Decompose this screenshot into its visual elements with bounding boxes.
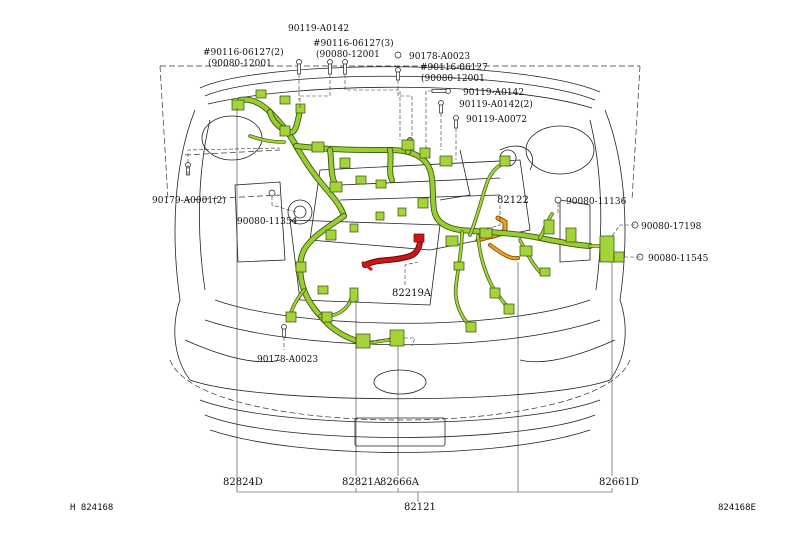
label-90116-06127: #90116-06127 bbox=[420, 63, 488, 73]
label-90080-12001-a: (90080-12001 bbox=[208, 58, 272, 69]
label-90080-11354: 90080-11354 bbox=[237, 217, 298, 227]
label-82666a: 82666A bbox=[380, 477, 420, 488]
bolt-icon bbox=[394, 51, 402, 59]
bolt-icon bbox=[327, 59, 333, 75]
label-82121: 82121 bbox=[404, 502, 436, 513]
bolt-icon bbox=[453, 115, 459, 129]
bolt-icon bbox=[342, 59, 348, 75]
label-90080-17198: 90080-17198 bbox=[641, 222, 702, 232]
label-90119-a0142-2: 90119-A0142(2) bbox=[459, 99, 533, 110]
part-labels: 90119-A0142 #90116-06127(2) (90080-12001… bbox=[152, 24, 709, 513]
label-90080-12001-c: (90080-12001 bbox=[421, 73, 485, 84]
bolt-icon bbox=[438, 100, 444, 114]
label-82661d: 82661D bbox=[599, 477, 639, 488]
label-90119-a0072: 90119-A0072 bbox=[466, 115, 527, 125]
bolt-icon bbox=[281, 324, 287, 338]
label-90116-06127-3: #90116-06127(3) bbox=[313, 38, 394, 49]
bolt-icon bbox=[554, 196, 562, 204]
label-90119-a0142-right: 90119-A0142 bbox=[463, 88, 524, 98]
label-90116-06127-2: #90116-06127(2) bbox=[203, 47, 284, 58]
bolt-icon bbox=[296, 59, 302, 75]
bolt-icon bbox=[268, 189, 276, 197]
label-90178-a0023-top: 90178-A0023 bbox=[409, 52, 470, 62]
label-82821a: 82821A bbox=[342, 477, 382, 488]
label-90178-a0023-bottom: 90178-A0023 bbox=[257, 355, 318, 365]
leader-lines bbox=[187, 74, 640, 502]
bolt-icon bbox=[395, 67, 401, 81]
label-90119-a0142-top: 90119-A0142 bbox=[288, 24, 349, 34]
engine-wire-harness bbox=[231, 89, 625, 349]
label-90080-12001-b: (90080-12001 bbox=[316, 49, 380, 60]
bolt-icon bbox=[431, 88, 451, 94]
label-90080-11136: 90080-11136 bbox=[566, 197, 627, 207]
footer-left-code: H 824168 bbox=[70, 503, 113, 513]
battery-cable bbox=[361, 233, 425, 272]
footer-right-code: 824168E bbox=[718, 503, 756, 513]
label-90179-a0001-2: 90179-A0001(2) bbox=[152, 195, 226, 206]
label-82219a: 82219A bbox=[392, 288, 432, 299]
label-82122: 82122 bbox=[497, 195, 529, 206]
label-82824d: 82824D bbox=[223, 477, 263, 488]
label-90080-11545: 90080-11545 bbox=[648, 254, 709, 264]
